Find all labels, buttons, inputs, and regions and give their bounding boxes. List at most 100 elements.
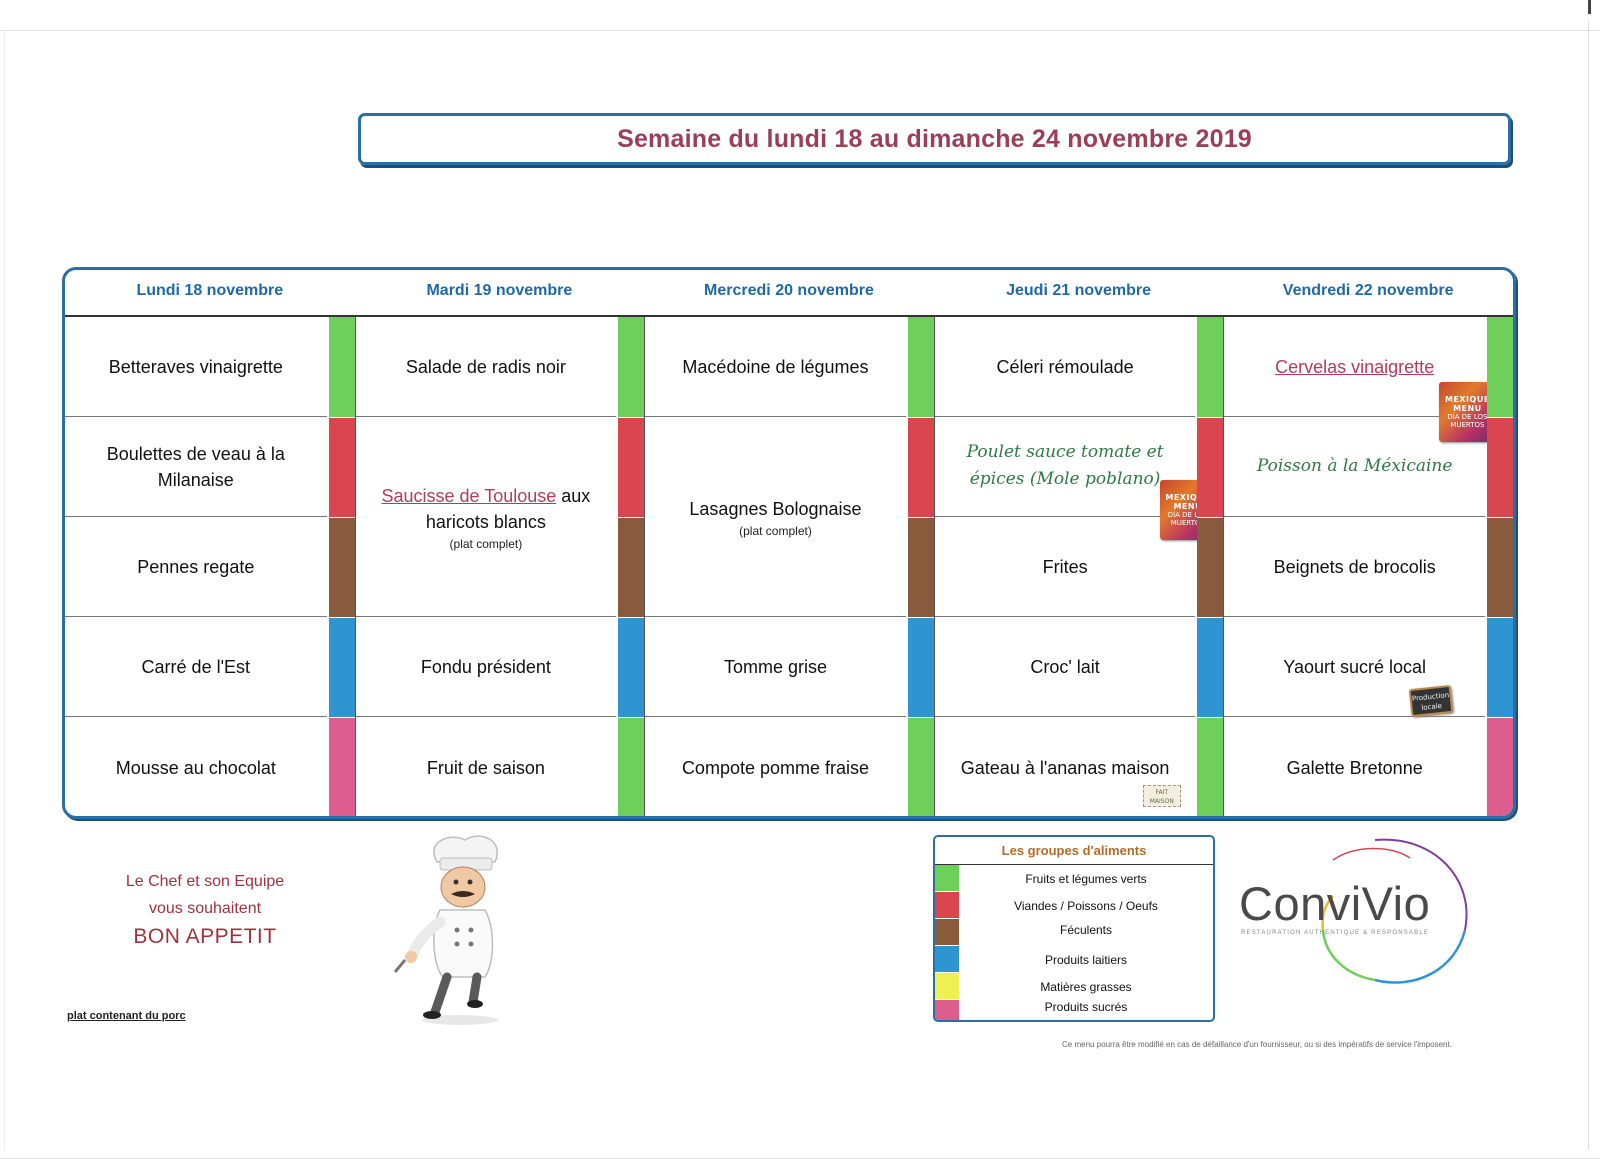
- dish-name-rest: aux haricots blancs: [425, 485, 591, 532]
- scan-edge-right: [1588, 20, 1589, 1150]
- chef-illustration: [393, 835, 498, 1025]
- legend-label: Féculents: [1059, 923, 1113, 937]
- menu-disclaimer: Ce menu pourra être modifié en cas de dé…: [1062, 1040, 1452, 1049]
- sticker-line: MENU: [1453, 404, 1482, 413]
- dish-cell-dairy: Fondu président: [355, 617, 617, 717]
- dish-name: Fruit de saison: [426, 758, 545, 778]
- dish-area: Betteraves vinaigrette Boulettes de veau…: [65, 317, 327, 816]
- food-group-strip: [907, 317, 934, 816]
- day-header-wednesday: Mercredi 20 novembre: [704, 282, 874, 299]
- menu-grid: Betteraves vinaigrette Boulettes de veau…: [65, 317, 1513, 816]
- dish-name: Carré de l'Est: [141, 656, 251, 677]
- sticker-line: MEXIQUE: [1444, 395, 1490, 404]
- food-group-strip: [618, 317, 645, 816]
- dish-name: Poulet sauce tomate et épices (Mole pobl…: [966, 442, 1164, 489]
- dish-name: Lasagnes Bolognaise: [689, 498, 862, 519]
- dish-cell-starter: Macédoine de légumes: [645, 317, 906, 417]
- day-column-thursday: Céleri rémoulade Poulet sauce tomate et …: [933, 317, 1224, 816]
- food-group-blue: [618, 617, 645, 717]
- food-group-green: [1486, 317, 1513, 417]
- sticker-line: DÍA DE LOS MUERTOS: [1167, 511, 1208, 527]
- logo-swirl-icon: [1321, 838, 1468, 984]
- dish-area: Macédoine de légumes Lasagnes Bolognaise…: [645, 317, 906, 816]
- dish-cell-main: Lasagnes Bolognaise (plat complet): [645, 417, 906, 617]
- food-group-strip: [1486, 317, 1513, 816]
- day-column-friday: Cervelas vinaigrette Poisson à la Méxica…: [1223, 317, 1513, 816]
- legend-label: Fruits et légumes verts: [1025, 872, 1147, 886]
- food-group-red: [618, 417, 645, 517]
- dish-cell-starter: Céleri rémoulade: [934, 317, 1196, 417]
- dish-cell-dessert: Compote pomme fraise: [645, 717, 906, 816]
- dish-cell-dairy: Carré de l'Est: [65, 617, 327, 717]
- food-group-green: [618, 317, 645, 417]
- day-column-tuesday: Salade de radis noir Saucisse de Toulous…: [354, 317, 645, 816]
- dish-name: Cervelas vinaigrette: [1275, 356, 1435, 377]
- dish-cell-dairy: Croc' lait: [934, 617, 1196, 717]
- food-group-green: [907, 717, 934, 816]
- dish-name: Pennes regate: [137, 556, 255, 577]
- dish-name: Tomme grise: [723, 656, 827, 677]
- header-divider: [65, 315, 1513, 317]
- dish-cell-main: Poisson à la Méxicaine: [1224, 417, 1485, 517]
- dish-cell-dairy: Tomme grise: [645, 617, 906, 717]
- food-group-pink: [328, 717, 355, 816]
- sticker-line: MENU: [1173, 502, 1203, 511]
- legend-title: Les groupes d'aliments: [935, 837, 1213, 865]
- food-group-brown: [907, 517, 934, 617]
- day-header-row: Lundi 18 novembre Mardi 19 novembre Merc…: [65, 270, 1513, 318]
- dish-cell-dessert: Fruit de saison: [356, 717, 617, 816]
- greeting-line: Le Chef et son Equipe: [125, 873, 285, 890]
- legend-label: Produits sucrés: [1044, 1000, 1128, 1014]
- scan-mark: [1588, 0, 1591, 14]
- dish-cell-starter: Betteraves vinaigrette: [65, 317, 327, 417]
- dish-area: Céleri rémoulade Poulet sauce tomate et …: [934, 317, 1216, 816]
- dish-name: Frites: [1042, 556, 1088, 577]
- dish-name: Betteraves vinaigrette: [108, 356, 283, 377]
- dish-cell-main: Boulettes de veau à la Milanaise: [65, 417, 327, 517]
- dish-name: Céleri rémoulade: [996, 356, 1134, 377]
- food-group-red: [328, 417, 355, 517]
- legend-swatch-pink: [935, 1000, 959, 1020]
- food-group-brown: [1486, 517, 1513, 617]
- day-column-wednesday: Macédoine de légumes Lasagnes Bolognaise…: [644, 317, 934, 816]
- legend-label: Matières grasses: [1040, 980, 1132, 994]
- food-group-blue: [907, 617, 934, 717]
- logo-wordmark: ConviVio: [1239, 877, 1431, 930]
- legend-swatches: [935, 865, 959, 1020]
- food-group-green: [618, 717, 645, 816]
- dish-name: Macédoine de légumes: [682, 356, 869, 377]
- sticker-line: MEXIQUE: [1165, 493, 1211, 502]
- legend-label: Produits laitiers: [1044, 953, 1128, 967]
- food-group-green: [1197, 317, 1224, 417]
- day-header-monday: Lundi 18 novembre: [136, 282, 284, 299]
- food-group-red: [1486, 417, 1513, 517]
- legend-swatch-blue: [935, 946, 959, 972]
- food-group-blue: [1197, 617, 1224, 717]
- food-group-brown: [1197, 517, 1224, 617]
- dish-cell-starter: Salade de radis noir: [355, 317, 617, 417]
- day-header-tuesday: Mardi 19 novembre: [426, 282, 573, 299]
- legend-label: Viandes / Poissons / Oeufs: [1014, 899, 1158, 913]
- dish-cell-dessert: Mousse au chocolat: [65, 717, 327, 816]
- dish-name: Galette Bretonne: [1286, 758, 1423, 778]
- day-header-thursday: Jeudi 21 novembre: [1006, 282, 1152, 299]
- weekly-menu-table: Lundi 18 novembre Mardi 19 novembre Merc…: [62, 267, 1516, 819]
- dish-name: Compote pomme fraise: [681, 758, 870, 778]
- dish-cell-side: Beignets de brocolis: [1224, 517, 1485, 617]
- dish-area: Salade de radis noir Saucisse de Toulous…: [355, 317, 617, 816]
- food-group-green: [328, 317, 355, 417]
- dish-note: (plat complet): [449, 536, 523, 551]
- food-group-green: [907, 317, 934, 417]
- food-group-red: [907, 417, 934, 517]
- scan-edge-left: [4, 30, 5, 1150]
- mexico-menu-sticker: MEXIQUE MENU DÍA DE LOS MUERTOS: [1439, 382, 1496, 442]
- food-group-blue: [328, 617, 355, 717]
- food-group-pink: [1486, 717, 1513, 816]
- legend-swatch-green: [935, 865, 959, 891]
- convivio-logo: ConviVio RESTAURATION AUTHENTIQUE & RESP…: [1225, 830, 1485, 995]
- dish-cell-side: Pennes regate: [65, 517, 327, 617]
- dish-name: Beignets de brocolis: [1273, 556, 1436, 577]
- chef-greeting: Le Chef et son Equipe vous souhaitent BO…: [100, 868, 310, 952]
- dish-cell-dessert: Gateau à l'ananas maison: [935, 717, 1196, 816]
- dish-name: Saucisse de Toulouse aux haricots blancs: [366, 483, 607, 535]
